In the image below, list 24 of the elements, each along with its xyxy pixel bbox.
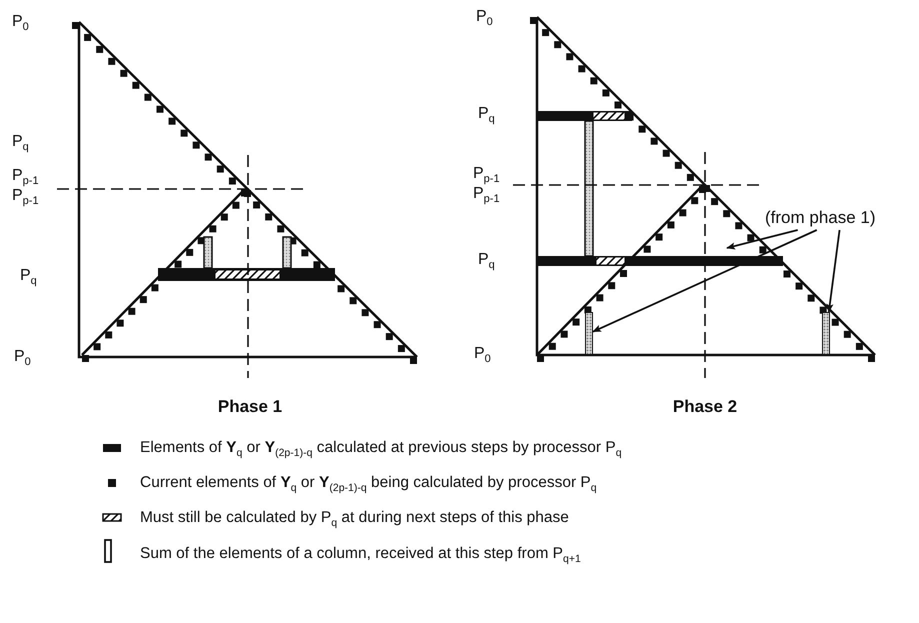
row-label: P$_{p-1}$ [12,188,39,208]
row-label: P$_{q}$ [12,134,29,154]
row-label: P$_{0}$ [474,346,491,366]
row-label: P$_{0}$ [476,9,493,28]
legend-text: Current elements of Y$_{q}$ or Y$_{(2p-1)-q}$ being calculated by processor P$_{q}$ [140,475,597,494]
row-label: P$_{0}$ [12,14,29,34]
row-label: P$_{q}$ [478,252,495,272]
row-label: P$_{p-1}$ [473,186,500,206]
row-label: P$_{q}$ [20,268,37,288]
legend-text: Sum of the elements of a column, received at this step from P$_{q+1}$ [140,546,581,565]
arrow [826,230,840,313]
legend-text: Elements of Y$_{q}$ or Y$_{(2p-1)-q}$ calculated at previous steps by processor P$_{q}$ [140,440,622,459]
column-sum-bar [585,312,593,355]
callout-text: (from phase 1) [765,208,917,230]
column-sum-bar [822,312,830,355]
row-label: P$_{p-1}$ [473,166,500,186]
legend-text: Must still be calculated by P$_{q}$ at during next steps of this phase [140,510,569,529]
arrow [726,229,798,250]
row-label: P$_{0}$ [14,349,31,368]
arrow [592,229,818,332]
panel-title: Phase 2 [672,398,738,415]
panel-title: Phase 1 [218,398,282,415]
row-label: P$_{q}$ [478,106,495,126]
row-label: P$_{p-1}$ [12,168,39,188]
